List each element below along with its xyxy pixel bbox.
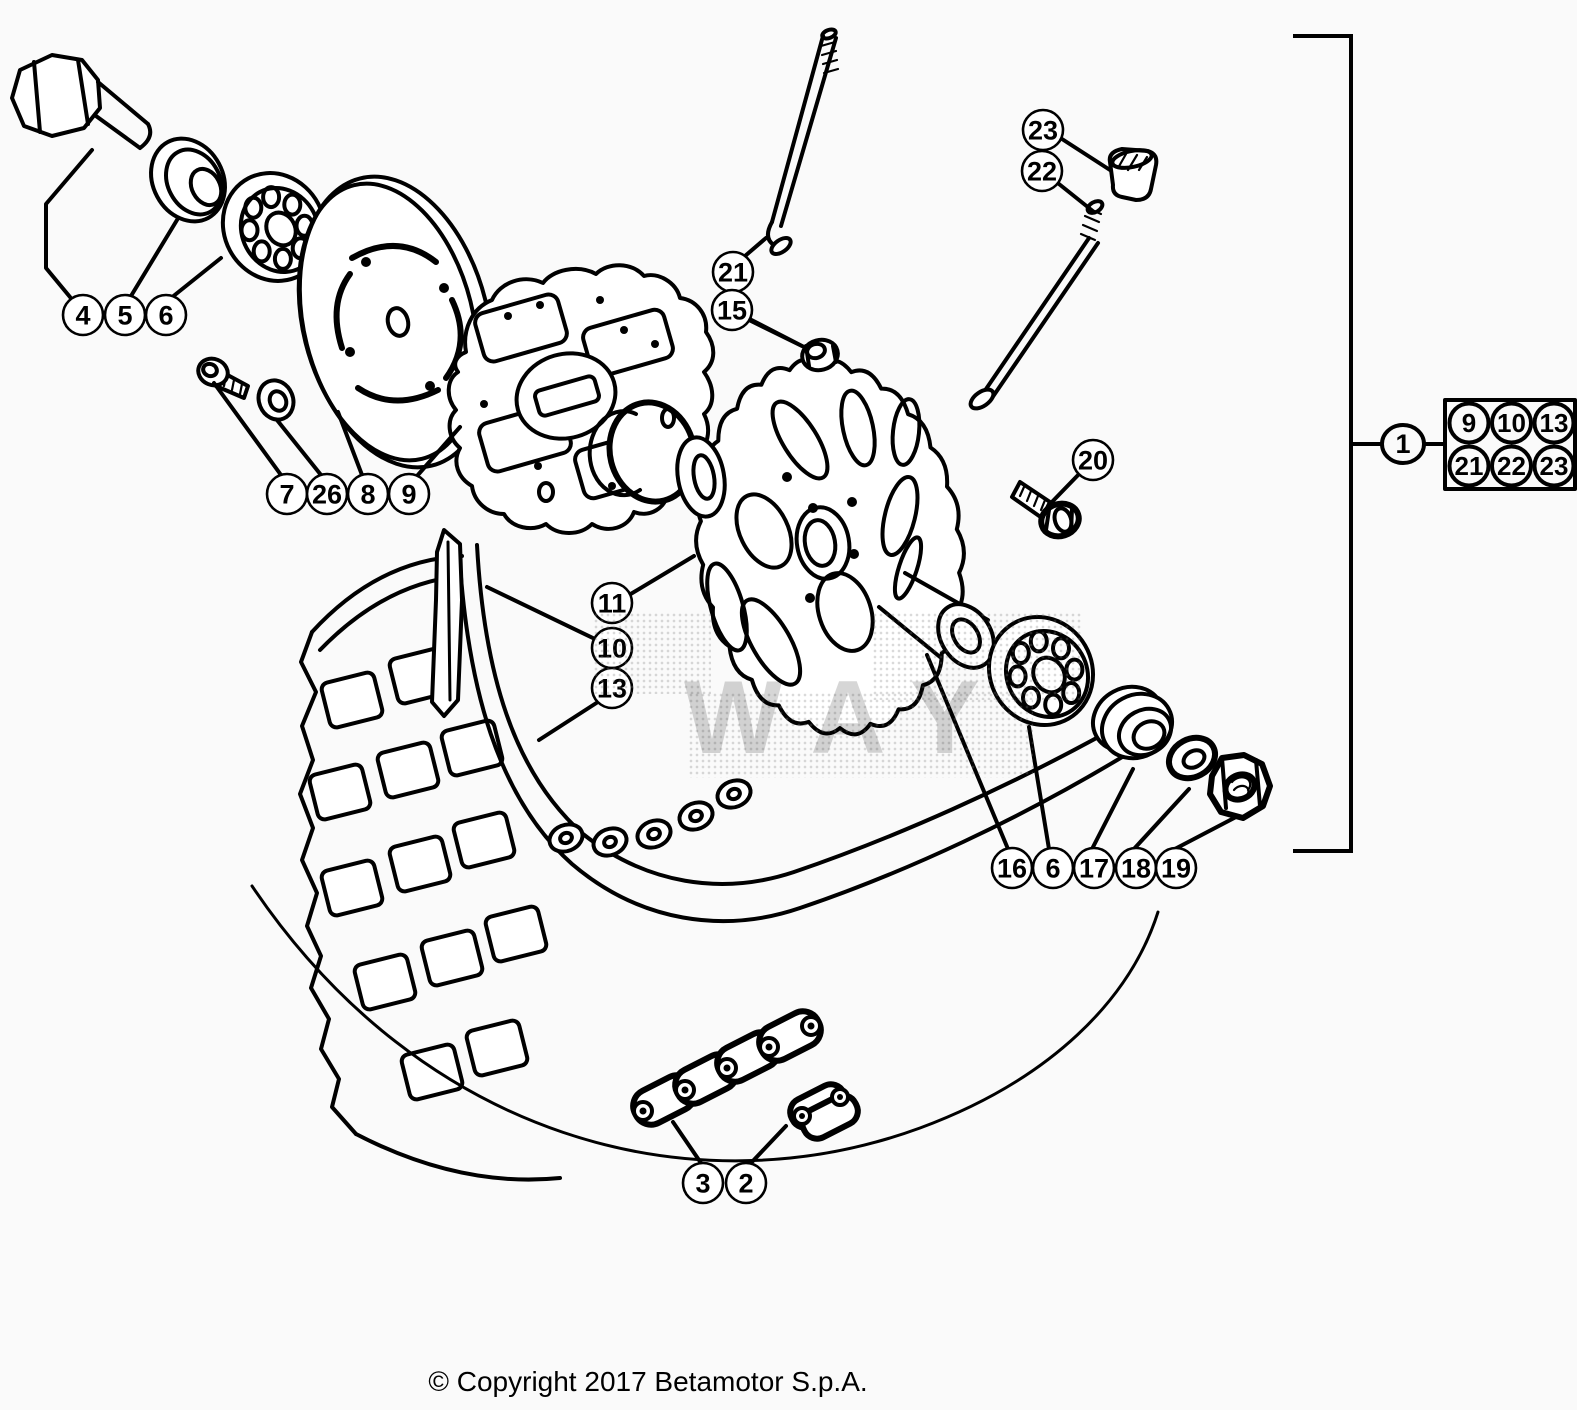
svg-text:4: 4	[75, 301, 90, 331]
copyright-line: © Copyright 2017 Betamotor S.p.A.	[428, 1366, 868, 1397]
callout-15: 15	[710, 288, 754, 332]
callout-19: 19	[1154, 846, 1198, 890]
svg-text:18: 18	[1121, 854, 1151, 884]
callout-20: 20	[1071, 438, 1115, 482]
callout-4: 4	[61, 293, 105, 337]
valve-stem-drawing	[968, 199, 1105, 411]
legend-item-9: 9	[1447, 401, 1491, 445]
svg-text:6: 6	[1045, 854, 1060, 884]
callout-11: 11	[590, 581, 634, 625]
svg-text:13: 13	[597, 674, 627, 704]
svg-text:10: 10	[597, 634, 627, 664]
svg-text:13: 13	[1540, 408, 1569, 438]
axle-bolt-drawing	[10, 53, 153, 150]
svg-text:8: 8	[360, 480, 375, 510]
legend-item-22: 22	[1490, 444, 1533, 488]
svg-text:19: 19	[1161, 854, 1191, 884]
svg-text:21: 21	[718, 258, 748, 288]
svg-text:23: 23	[1540, 451, 1569, 481]
callout-26: 26	[305, 472, 349, 516]
brake-disc-drawing	[296, 174, 495, 470]
legend-item-13: 13	[1532, 401, 1576, 445]
rim-lock-drawing	[430, 528, 464, 718]
svg-text:15: 15	[717, 296, 747, 326]
legend-item-10: 10	[1490, 401, 1533, 445]
spoke-drawing	[766, 27, 840, 256]
callout-9: 9	[387, 472, 431, 516]
callout-1: 1	[1380, 423, 1426, 465]
svg-text:11: 11	[598, 589, 627, 619]
callout-8: 8	[346, 472, 390, 516]
svg-text:2: 2	[738, 1169, 753, 1199]
washer-right-drawing	[1166, 734, 1218, 782]
legend-group: 1 9 10 13 21 22 23	[1293, 34, 1577, 853]
svg-text:17: 17	[1079, 854, 1109, 884]
callout-6: 6	[144, 293, 188, 337]
callout-21: 21	[711, 250, 755, 294]
callout-18: 18	[1114, 846, 1158, 890]
callout-23: 23	[1021, 108, 1065, 152]
spacer-bushing-drawing	[149, 136, 227, 224]
seal-collar-drawing	[1091, 684, 1174, 761]
svg-text:3: 3	[695, 1169, 710, 1199]
svg-text:20: 20	[1078, 446, 1108, 476]
sprocket-bolt-drawing	[1010, 480, 1082, 540]
svg-text:5: 5	[117, 301, 132, 331]
master-link-drawing	[787, 1081, 861, 1142]
wheel-hub-drawing	[446, 263, 727, 535]
wheel-bearing-right-drawing	[986, 614, 1096, 728]
legend-item-23: 23	[1532, 444, 1576, 488]
callout-16: 16	[990, 846, 1034, 890]
legend-box	[1443, 398, 1577, 491]
wheel-bearing-left-drawing	[220, 171, 328, 283]
svg-text:9: 9	[401, 480, 416, 510]
callout-5: 5	[103, 293, 147, 337]
chain-drawing	[630, 1008, 824, 1128]
callout-22: 22	[1020, 149, 1064, 193]
svg-text:7: 7	[279, 480, 294, 510]
callout-10: 10	[590, 626, 634, 670]
axle-nut-drawing	[1207, 752, 1273, 821]
svg-text:16: 16	[997, 854, 1027, 884]
tire-tread-drawing	[298, 554, 562, 1182]
valve-cap-drawing	[1107, 147, 1159, 202]
callout-17: 17	[1072, 846, 1116, 890]
callout-7: 7	[265, 472, 309, 516]
axle-spacer-tube-drawing	[877, 571, 996, 670]
svg-text:9: 9	[1462, 408, 1476, 438]
svg-text:23: 23	[1028, 116, 1058, 146]
washer-left-drawing	[256, 378, 296, 422]
svg-text:26: 26	[312, 480, 342, 510]
svg-text:10: 10	[1497, 408, 1526, 438]
callout-13: 13	[590, 666, 634, 710]
svg-text:1: 1	[1395, 429, 1410, 459]
svg-text:22: 22	[1027, 157, 1057, 187]
callout-2: 2	[724, 1161, 768, 1205]
svg-text:22: 22	[1497, 451, 1526, 481]
rear-sprocket-drawing	[694, 357, 966, 737]
disc-bolt-drawing	[196, 356, 250, 400]
callout-3: 3	[681, 1161, 725, 1205]
svg-text:21: 21	[1455, 451, 1484, 481]
legend-item-21: 21	[1447, 444, 1491, 488]
group-bracket	[1293, 34, 1353, 853]
svg-text:6: 6	[158, 301, 173, 331]
callout-6: 6	[1031, 846, 1075, 890]
